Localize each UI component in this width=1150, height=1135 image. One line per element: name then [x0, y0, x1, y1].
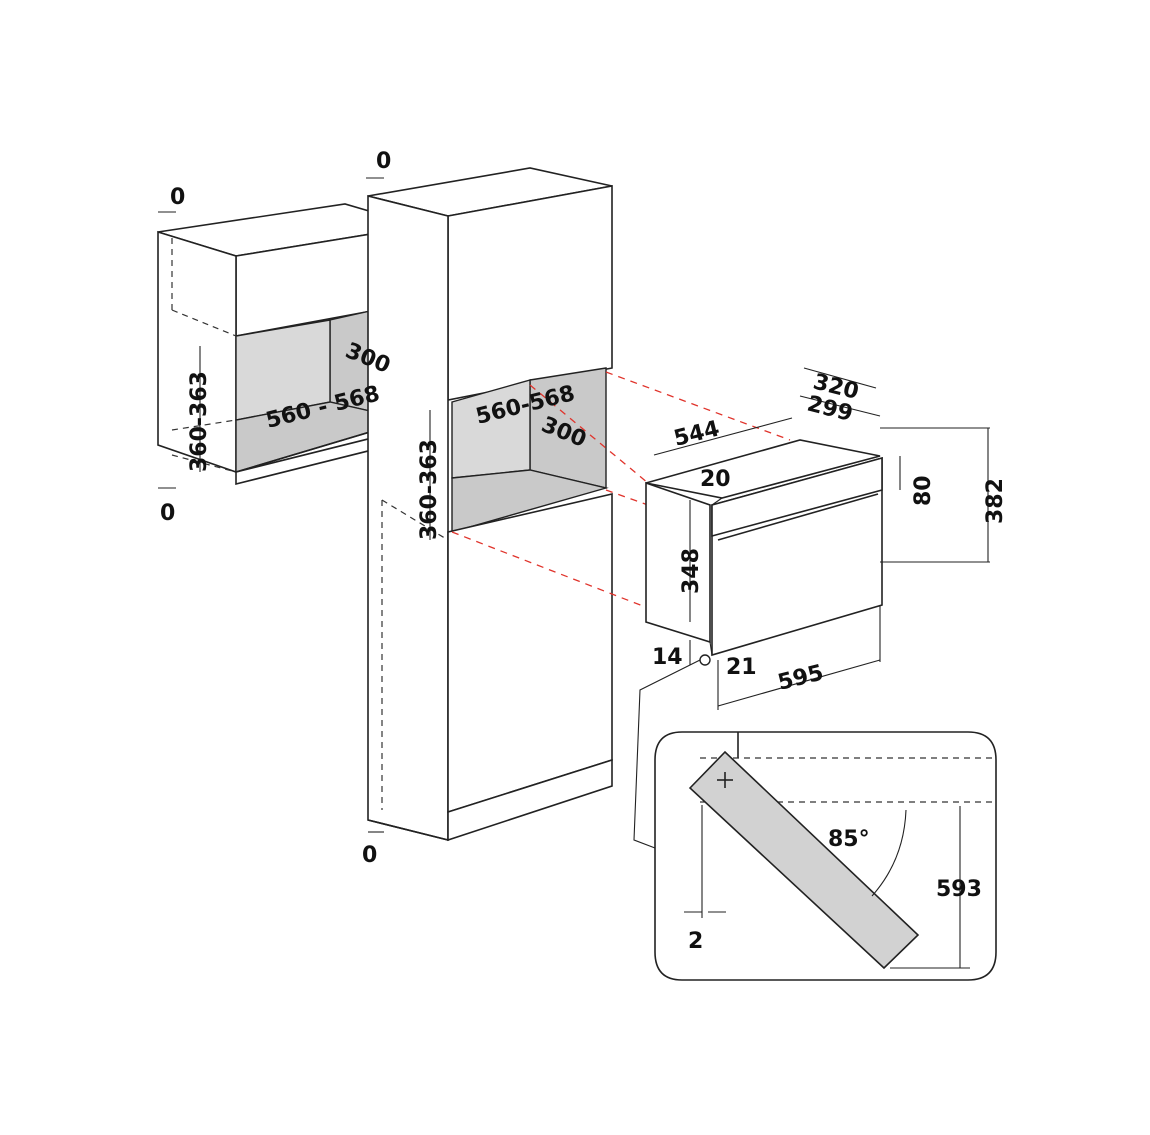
tall-cabinet-front-lower: [447, 492, 613, 814]
gap-bottom-left-label: 0: [160, 501, 175, 526]
oven-control-panel: [711, 456, 883, 538]
oven: [645, 439, 883, 657]
left-cabinet: [157, 203, 421, 486]
oven-body-depth-label: 544: [671, 416, 722, 451]
oven-bottom-offset-label: 14: [652, 645, 683, 670]
oven-width-label: 595: [775, 660, 826, 695]
tall-cabinet-front-upper: [447, 185, 613, 401]
oven-panel-height-label: 80: [911, 475, 936, 506]
dimension-lines: [158, 177, 990, 833]
mid-niche-floor: [451, 469, 609, 533]
alignment-guides: [451, 371, 791, 609]
inset-frame: [654, 731, 997, 981]
oven-top-offset-label: 20: [700, 467, 731, 492]
gap-top-left-label: 0: [170, 185, 185, 210]
door-angle-label: 85°: [828, 827, 870, 852]
door-gap-label: 2: [688, 929, 703, 954]
gap-bottom-mid-label: 0: [362, 843, 377, 868]
open-door: [688, 750, 920, 970]
mid-height-label: 360-363: [417, 439, 442, 540]
left-height-label: 360-363: [187, 371, 212, 472]
oven-front-offset-label: 21: [726, 655, 757, 680]
door-height-label: 593: [936, 877, 982, 902]
tall-cabinet: [367, 167, 613, 842]
oven-top: [645, 439, 881, 499]
oven-body-height-label: 348: [679, 548, 704, 594]
door-detail-inset: [633, 654, 997, 981]
gap-top-mid-label: 0: [376, 149, 391, 174]
tall-cabinet-plinth: [447, 758, 613, 842]
oven-total-height-label: 382: [983, 478, 1008, 524]
